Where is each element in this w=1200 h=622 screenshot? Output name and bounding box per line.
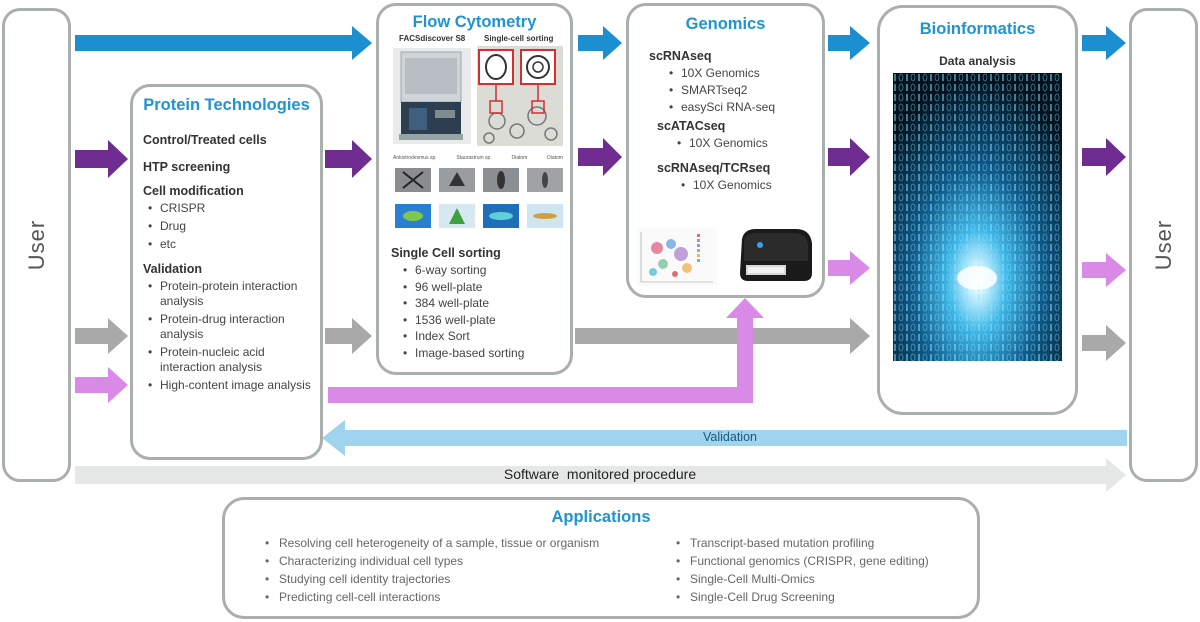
list-item: 96 well-plate <box>403 280 524 295</box>
list-item: Single-Cell Drug Screening <box>676 589 929 605</box>
list-item: •High-content image analysis <box>148 378 320 393</box>
list-item-text: High-content image analysis <box>160 378 311 392</box>
applications-box: Applications Resolving cell heterogeneit… <box>222 497 980 619</box>
applications-right-list: Transcript-based mutation profiling Func… <box>676 535 929 605</box>
user-label-left: User <box>23 219 49 271</box>
pink-arrow-bioinfo-to-user <box>1082 253 1126 287</box>
user-label-right: User <box>1150 219 1176 271</box>
tcrseq-list: 10X Genomics <box>681 178 772 193</box>
flow-cytometry-box: Flow Cytometry FACSdiscover S8 Single-ce… <box>376 3 573 375</box>
list-item: Index Sort <box>403 329 524 344</box>
heading-control-treated: Control/Treated cells <box>143 133 267 147</box>
section-scrnaseq-tcrseq: scRNAseq/TCRseq <box>657 161 771 175</box>
protein-title: Protein Technologies <box>143 96 310 114</box>
sorting-title: Single Cell sorting <box>391 246 501 260</box>
software-arrow <box>75 458 1126 492</box>
flow-title: Flow Cytometry <box>412 13 537 31</box>
list-item: Predicting cell-cell interactions <box>265 589 599 605</box>
blue-arrow-flow-to-genomics <box>578 26 622 60</box>
tsne-plot-image <box>637 228 717 286</box>
purple-arrow-flow-to-genomics <box>578 138 622 176</box>
pink-arrow-user-to-protein <box>75 367 128 403</box>
list-item-text: Protein-nucleic acid interaction analysi… <box>160 345 265 374</box>
gray-arrow-user-to-protein <box>75 318 128 354</box>
sorting-list: 6-way sorting 96 well-plate 384 well-pla… <box>403 263 524 361</box>
validation-label: Validation <box>703 430 757 444</box>
purple-arrow-protein-to-flow <box>325 140 372 178</box>
heading-validation: Validation <box>143 262 203 276</box>
thumb-label: Staurastrum sp. <box>456 155 492 161</box>
thumbnail-grid: Ankistrodesmus sp. Staurastrum sp. Diato… <box>393 155 563 239</box>
list-item: CRISPR <box>148 201 205 216</box>
list-item: Characterizing individual cell types <box>265 553 599 569</box>
purple-arrow-bioinfo-to-user <box>1082 138 1126 176</box>
caption-facsdiscover: FACSdiscover S8 <box>399 34 466 43</box>
list-item: easySci RNA-seq <box>669 100 775 115</box>
gray-arrow-flow-to-bioinfo <box>575 318 870 354</box>
caption-single-cell-sorting: Single-cell sorting <box>484 34 554 43</box>
list-item: 384 well-plate <box>403 296 524 311</box>
blue-arrow-bioinfo-to-user <box>1082 26 1126 60</box>
list-item: •Protein-drug interaction analysis <box>148 312 320 342</box>
list-item: Single-Cell Multi-Omics <box>676 571 929 587</box>
blue-arrow-user-to-flow <box>75 26 372 60</box>
list-item: Resolving cell heterogeneity of a sample… <box>265 535 599 551</box>
list-item: etc <box>148 237 205 252</box>
pink-arrow-genomics-to-bioinfo <box>828 251 870 285</box>
pink-arrow-protein-to-genomics <box>328 298 764 403</box>
thumb-label: Diatom <box>511 155 528 161</box>
binary-tunnel-image <box>893 73 1062 361</box>
list-item: SMARTseq2 <box>669 83 775 98</box>
chromium-controller-image <box>740 229 812 281</box>
list-item: •Protein-protein interaction analysis <box>148 279 320 309</box>
list-item: 10X Genomics <box>681 178 772 193</box>
heading-htp-screening: HTP screening <box>143 160 231 174</box>
list-item: Functional genomics (CRISPR, gene editin… <box>676 553 929 569</box>
list-item: Drug <box>148 219 205 234</box>
data-analysis-label: Data analysis <box>939 54 1016 68</box>
facsdiscover-instrument-image <box>393 48 471 144</box>
list-item: Studying cell identity trajectories <box>265 571 599 587</box>
validation-arrow <box>322 420 1127 456</box>
heading-cell-modification: Cell modification <box>143 184 244 198</box>
user-box-right: User <box>1129 8 1198 482</box>
bioinformatics-title: Bioinformatics <box>919 20 1036 38</box>
blue-arrow-genomics-to-bioinfo <box>828 26 870 60</box>
genomics-box: Genomics scRNAseq 10X Genomics SMARTseq2… <box>626 3 825 298</box>
software-label: Software monitored procedure <box>503 466 697 482</box>
list-item: 1536 well-plate <box>403 313 524 328</box>
list-item: •Protein-nucleic acid interaction analys… <box>148 345 320 375</box>
list-item-text: Protein-protein interaction analysis <box>160 279 298 308</box>
applications-title: Applications <box>551 508 651 526</box>
scrnaseq-list: 10X Genomics SMARTseq2 easySci RNA-seq <box>669 66 775 115</box>
thumb-label: Ankistrodesmus sp. <box>393 155 437 161</box>
genomics-title: Genomics <box>685 15 766 33</box>
list-item: 10X Genomics <box>669 66 775 81</box>
single-cell-microscopy-image <box>477 46 563 146</box>
gray-arrow-bioinfo-to-user <box>1082 325 1126 361</box>
cell-thumbnails-image <box>395 168 563 228</box>
purple-arrow-genomics-to-bioinfo <box>828 138 870 176</box>
user-box-left: User <box>2 8 71 482</box>
gray-arrow-protein-to-flow <box>325 318 372 354</box>
list-item: 10X Genomics <box>677 136 768 151</box>
scatacseq-list: 10X Genomics <box>677 136 768 151</box>
list-item: 6-way sorting <box>403 263 524 278</box>
section-scrnaseq: scRNAseq <box>649 49 712 63</box>
purple-arrow-user-to-protein <box>75 140 128 178</box>
bioinformatics-box: Bioinformatics Data analysis <box>877 5 1078 415</box>
protein-technologies-box: Protein Technologies Control/Treated cel… <box>130 84 323 460</box>
thumb-label: Diatom <box>547 155 563 161</box>
list-item-text: Protein-drug interaction analysis <box>160 312 285 341</box>
cell-mod-list: CRISPR Drug etc <box>148 201 205 252</box>
validation-list: •Protein-protein interaction analysis •P… <box>148 279 320 393</box>
list-item: Transcript-based mutation profiling <box>676 535 929 551</box>
applications-left-list: Resolving cell heterogeneity of a sample… <box>265 535 599 605</box>
section-scatacseq: scATACseq <box>657 119 726 133</box>
list-item: Image-based sorting <box>403 346 524 361</box>
